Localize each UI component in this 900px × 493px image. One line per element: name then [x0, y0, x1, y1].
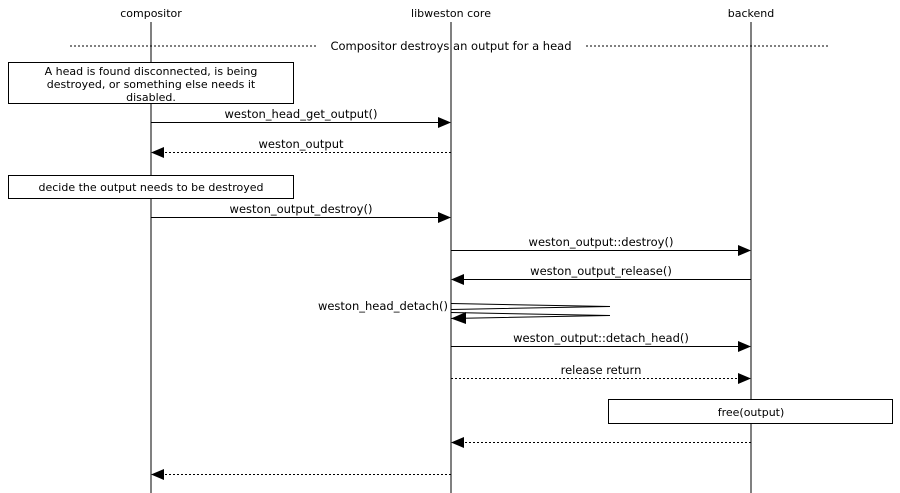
msg-core-return — [151, 469, 451, 480]
msg-weston-output-return-arrowhead — [151, 147, 164, 158]
msg-core-return-arrowhead — [151, 469, 164, 480]
msg-weston-output-release-arrowhead — [451, 274, 464, 285]
msg-weston-head-get-output: weston_head_get_output() — [151, 107, 451, 128]
msg-release-return: release return — [451, 363, 751, 384]
msg-weston-output-release: weston_output_release() — [451, 264, 751, 285]
msg-weston-head-detach-label: weston_head_detach() — [318, 299, 448, 313]
msg-weston-output-destroy-vfunc-label: weston_output::destroy() — [529, 235, 674, 249]
msg-weston-output-destroy-arrowhead — [438, 212, 451, 223]
lifeline-headers: compositor libweston core backend — [120, 7, 774, 20]
note-head-disconnected-line-3: disabled. — [126, 91, 176, 104]
msg-weston-output-destroy-vfunc: weston_output::destroy() — [451, 235, 751, 256]
msg-weston-head-detach-loop — [450, 303, 611, 310]
msg-release-return-label: release return — [561, 363, 642, 377]
msg-weston-output-destroy-vfunc-arrowhead — [738, 245, 751, 256]
msg-weston-output-detach-head-arrowhead — [738, 341, 751, 352]
note-free-output-box — [608, 399, 893, 424]
msg-weston-output-return: weston_output — [151, 137, 451, 158]
note-decide-destroy-box — [8, 175, 294, 199]
note-free-output-line-1: free(output) — [718, 406, 785, 419]
note-decide-destroy: decide the output needs to be destroyed — [8, 175, 294, 199]
msg-weston-output-release-label: weston_output_release() — [530, 264, 672, 278]
note-head-disconnected: A head is found disconnected, is being d… — [8, 62, 294, 104]
msg-weston-head-detach-arrowhead — [451, 312, 466, 324]
divider-title: Compositor destroys an output for a head — [70, 39, 830, 53]
msg-weston-head-detach-loop-lower — [450, 312, 611, 319]
msg-weston-output-destroy-label: weston_output_destroy() — [230, 202, 373, 216]
msg-weston-output-return-label: weston_output — [259, 137, 344, 151]
divider-title-label: Compositor destroys an output for a head — [330, 39, 571, 53]
msg-backend-return — [451, 437, 751, 448]
note-decide-destroy-line-1: decide the output needs to be destroyed — [39, 181, 264, 194]
msg-backend-return-arrowhead — [451, 437, 464, 448]
note-head-disconnected-line-2: destroyed, or something else needs it — [47, 78, 256, 91]
msg-weston-head-get-output-arrowhead — [438, 117, 451, 128]
lifeline-header-backend: backend — [728, 7, 774, 20]
note-head-disconnected-box — [8, 62, 294, 104]
msg-weston-head-get-output-label: weston_head_get_output() — [224, 107, 377, 121]
msg-weston-head-detach: weston_head_detach() — [318, 299, 611, 324]
msg-release-return-arrowhead — [738, 373, 751, 384]
note-free-output: free(output) — [608, 399, 893, 424]
lifeline-header-compositor: compositor — [120, 7, 182, 20]
note-head-disconnected-line-1: A head is found disconnected, is being — [45, 65, 258, 78]
lifeline-header-libweston-core: libweston core — [411, 7, 491, 20]
msg-weston-output-detach-head-label: weston_output::detach_head() — [513, 331, 689, 345]
msg-weston-output-destroy: weston_output_destroy() — [151, 202, 451, 223]
msg-weston-output-detach-head: weston_output::detach_head() — [451, 331, 751, 352]
